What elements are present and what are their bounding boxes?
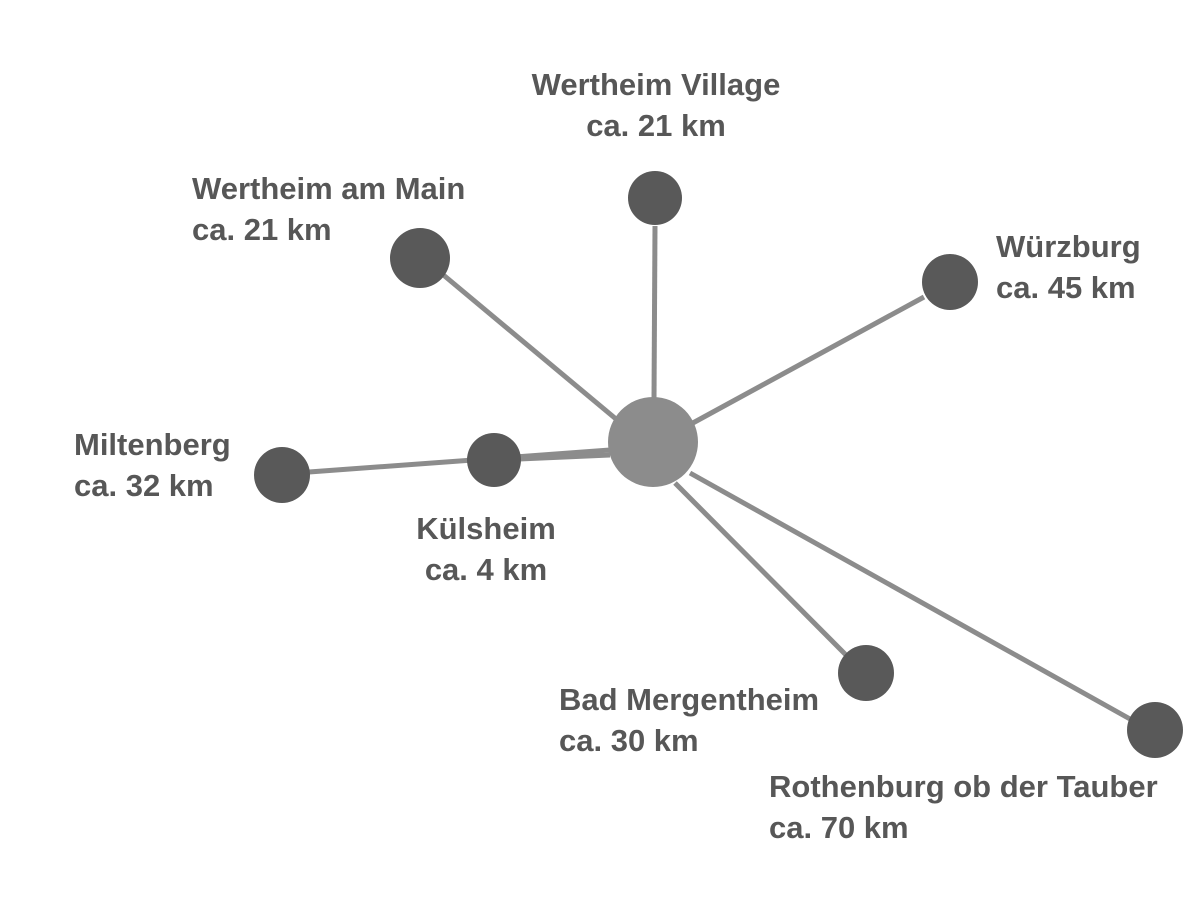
label-distance-wuerzburg: ca. 45 km <box>996 270 1136 305</box>
edge-kuelsheim <box>518 452 611 462</box>
hub-node[interactable] <box>608 397 698 487</box>
label-name-wertheim-am-main: Wertheim am Main <box>192 171 466 206</box>
edge-bad-mergentheim <box>673 481 848 657</box>
label-wertheim-am-main: Wertheim am Main ca. 21 km <box>192 168 484 250</box>
nodes-group <box>254 171 1183 758</box>
label-distance-bad-mergentheim: ca. 30 km <box>559 723 699 758</box>
label-name-miltenberg: Miltenberg <box>74 427 231 462</box>
label-rothenburg-ob-der-tauber: Rothenburg ob der Tauber ca. 70 km <box>769 766 1195 848</box>
label-wertheim-village: Wertheim Village ca. 21 km <box>519 64 793 146</box>
label-name-rothenburg-ob-der-tauber: Rothenburg ob der Tauber <box>769 769 1158 804</box>
edge-wertheim-village <box>651 225 658 401</box>
label-wuerzburg: Würzburg ca. 45 km <box>996 226 1196 308</box>
node-wertheim-am-main[interactable] <box>390 228 450 288</box>
edge-miltenberg <box>308 447 611 475</box>
label-name-wertheim-village: Wertheim Village <box>531 67 781 102</box>
label-bad-mergentheim: Bad Mergentheim ca. 30 km <box>559 679 849 761</box>
label-distance-rothenburg-ob-der-tauber: ca. 70 km <box>769 810 909 845</box>
label-kuelsheim: Külsheim ca. 4 km <box>405 508 567 590</box>
edges-group <box>308 225 1132 722</box>
node-wuerzburg[interactable] <box>922 254 978 310</box>
node-rothenburg-ob-der-tauber[interactable] <box>1127 702 1183 758</box>
edge-wertheim-am-main <box>439 271 624 426</box>
label-distance-wertheim-am-main: ca. 21 km <box>192 212 332 247</box>
node-kuelsheim[interactable] <box>467 433 521 487</box>
edge-rothenburg <box>688 470 1132 722</box>
node-bad-mergentheim[interactable] <box>838 645 894 701</box>
label-distance-wertheim-village: ca. 21 km <box>586 108 726 143</box>
label-name-bad-mergentheim: Bad Mergentheim <box>559 682 820 717</box>
node-miltenberg[interactable] <box>254 447 310 503</box>
edge-wuerzburg <box>689 294 926 427</box>
label-distance-miltenberg: ca. 32 km <box>74 468 214 503</box>
label-name-kuelsheim: Külsheim <box>416 511 556 546</box>
node-wertheim-village[interactable] <box>628 171 682 225</box>
label-distance-kuelsheim: ca. 4 km <box>424 552 548 587</box>
label-miltenberg: Miltenberg ca. 32 km <box>74 424 242 506</box>
label-name-wuerzburg: Würzburg <box>996 229 1141 264</box>
